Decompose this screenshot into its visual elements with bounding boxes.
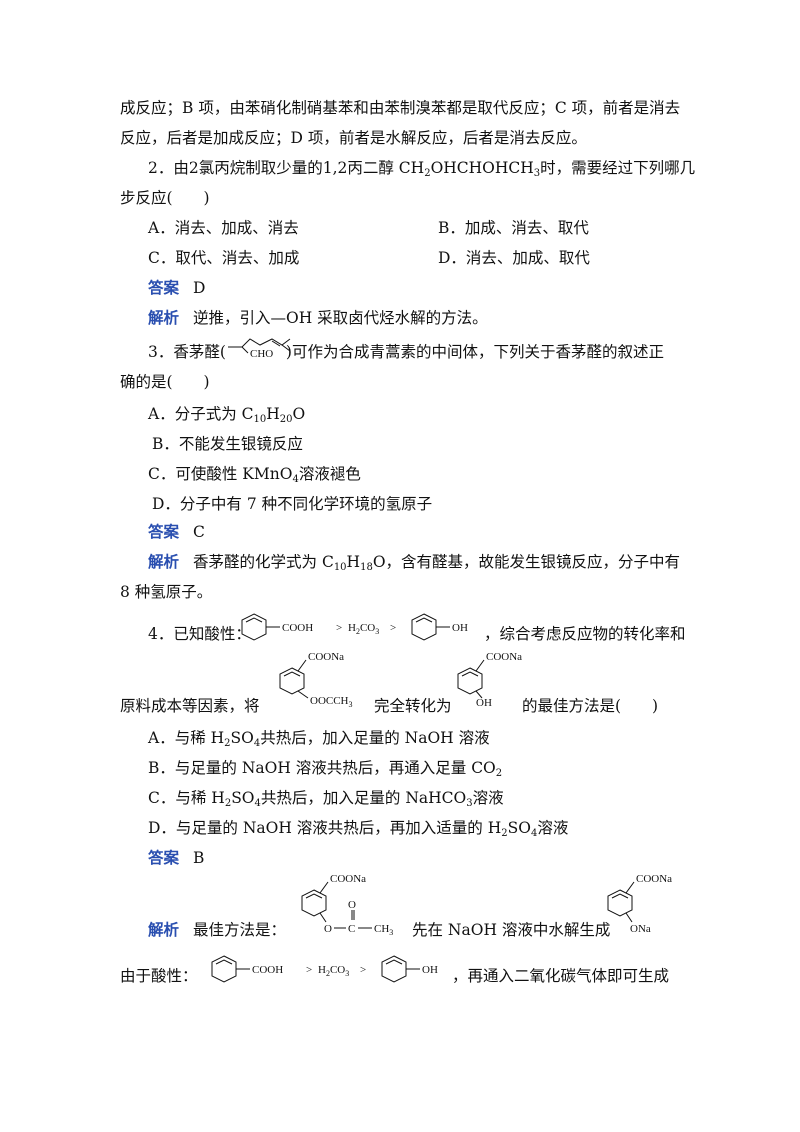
q4-analysis-line-1-mid: 先在 NaOH 溶液中水解生成 [412,921,611,939]
svg-text:>: > [360,964,366,976]
svg-text:COONa: COONa [636,873,672,885]
q4-option-d: D．与足量的 NaOH 溶液共热后，再加入适量的 H2SO4溶液 [148,819,569,839]
svg-text:>: > [306,964,312,976]
analysis-label: 解析 [148,308,180,327]
svg-text:ONa: ONa [630,923,651,935]
svg-text:O: O [324,923,332,935]
svg-text:COONa: COONa [330,873,366,885]
q2-option-d: D．消去、加成、取代 [438,249,590,267]
q3-analysis-line-2: 8 种氢原子。 [120,583,213,601]
continuation-line-1: 成反应；B 项，由苯硝化制硝基苯和由苯制溴苯都是取代反应；C 项，前者是消去 [120,99,681,117]
svg-text:H2CO3: H2CO3 [348,622,379,636]
svg-text:>: > [390,622,396,634]
svg-text:OOCCH3: OOCCH3 [310,695,353,709]
analysis-acidity-structures: COOH > H2CO3 > OH [211,955,438,983]
q3-stem-line-1: 3．香茅醛()可作为合成青蒿素的中间体，下列关于香茅醛的叙述正 [148,343,664,361]
q4-stem-line-2-end: 的最佳方法是( ) [522,697,659,715]
svg-text:COONa: COONa [486,651,522,663]
q4-stem-line-1: 4．已知酸性： [148,625,251,643]
q2-stem-line-2: 步反应( ) [120,189,210,207]
reactant-structure: COONa OOCCH3 [279,651,353,709]
q4-option-a: A．与稀 H2SO4共热后，加入足量的 NaOH 溶液 [148,729,490,749]
q2-option-row-1: A．消去、加成、消去 [148,218,299,238]
svg-text:OH: OH [422,964,438,976]
answer-label: 答案 [148,278,180,297]
q3-option-c: C．可使酸性 KMnO4溶液褪色 [148,465,361,485]
q4-stem-line-1-end: ，综合考虑反应物的转化率和 [484,625,686,643]
product-structure: COONa OH [457,651,522,709]
svg-text:O: O [348,899,356,911]
svg-text:OH: OH [452,622,468,634]
acidity-order-structures: COOH > H2CO3 > OH [241,613,468,641]
svg-text:COONa: COONa [308,651,344,663]
continuation-line-2: 反应，后者是加成反应；D 项，前者是水解反应，后者是消去反应。 [120,129,587,147]
q3-option-d: D．分子中有 7 种不同化学环境的氢原子 [152,495,433,513]
cho-label: CHO [250,348,273,360]
analysis-label: 解析 [148,920,180,939]
q3-stem-line-2: 确的是( ) [120,373,210,391]
citronellal-structure: CHO [228,338,291,360]
q2-option-a: A．消去、加成、消去 [148,219,299,237]
q3-analysis: 解析香茅醛的化学式为 C10H18O，含有醛基，故能发生银镜反应，分子中有 [148,552,681,573]
analysis-reactant-structure: COONa O C O CH3 [301,873,393,937]
svg-text:OH: OH [476,697,492,709]
q3-option-a: A．分子式为 C10H20O [148,405,306,425]
q4-stem-line-2: 原料成本等因素，将 [120,697,260,715]
answer-label: 答案 [148,848,180,867]
svg-text:C: C [348,923,355,935]
analysis-label: 解析 [148,552,180,571]
answer-label: 答案 [148,522,180,541]
q2-analysis: 解析逆推，引入—OH 采取卤代烃水解的方法。 [148,308,488,327]
q4-option-b: B．与足量的 NaOH 溶液共热后，再通入足量 CO2 [148,759,503,779]
svg-text:CH3: CH3 [374,923,393,937]
q2-option-c: C．取代、消去、加成 [148,249,300,267]
svg-text:COOH: COOH [252,964,283,976]
q4-stem-line-2-mid: 完全转化为 [374,697,452,715]
svg-text:H2CO3: H2CO3 [318,964,349,978]
q2-stem-line-1: 2．由2氯丙烷制取少量的1,2丙二醇 CH2OHCHOHCH3时，需要经过下列哪… [148,159,696,179]
analysis-product-structure: COONa ONa [607,873,672,935]
q4-analysis-line-1: 解析最佳方法是： [148,920,287,939]
q2-option-b: B．加成、消去、取代 [438,219,589,237]
q4-analysis-line-2: 由于酸性： [120,967,198,985]
q4-option-c: C．与稀 H2SO4共热后，加入足量的 NaHCO3溶液 [148,789,504,809]
q4-analysis-line-2-end: ，再通入二氧化碳气体即可生成 [452,967,670,985]
svg-text:>: > [336,622,342,634]
q3-option-b: B．不能发生银镜反应 [152,435,303,453]
svg-text:COOH: COOH [282,622,313,634]
